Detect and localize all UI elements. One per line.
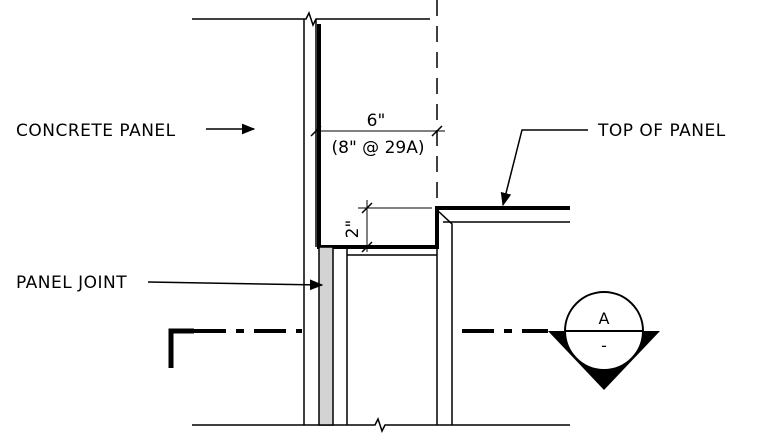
dim-6-tick-right [431,125,443,137]
dim-6-tick-left [310,125,322,137]
dim-6-note: (8" @ 29A) [332,138,425,158]
chamfer-diagonal [436,209,453,425]
panel-joint-filler [318,246,334,426]
top-break-line [192,11,430,27]
dim-2-label: 2" [343,220,363,239]
top-of-panel-leader [500,129,588,207]
panel-top-profile [317,24,570,249]
concrete-panel-label: CONCRETE PANEL [16,121,176,141]
panel-joint-arrow [147,279,324,291]
panel-joint-label: PANEL JOINT [16,273,127,293]
top-of-panel-label: TOP OF PANEL [597,121,726,141]
dim-2-tick-top [361,202,373,214]
bottom-break-line [192,417,570,433]
section-marker-detail: A [599,309,610,328]
dim-2-tick-bottom [361,241,373,253]
section-cut-end-left [168,328,194,368]
dim-6-label: 6" [367,111,386,131]
section-marker-sheet: - [601,336,607,355]
